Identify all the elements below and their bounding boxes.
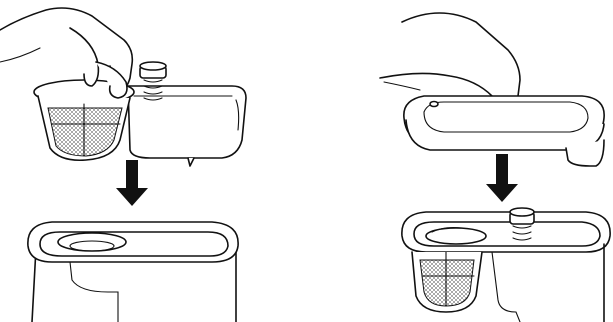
down-arrow [116,160,148,206]
down-arrow [486,154,518,202]
filter-basket [412,252,482,312]
right-panel [380,13,610,322]
base-unit [28,222,238,322]
water-tank [128,62,246,166]
left-panel [0,8,246,322]
base-unit [402,208,610,322]
